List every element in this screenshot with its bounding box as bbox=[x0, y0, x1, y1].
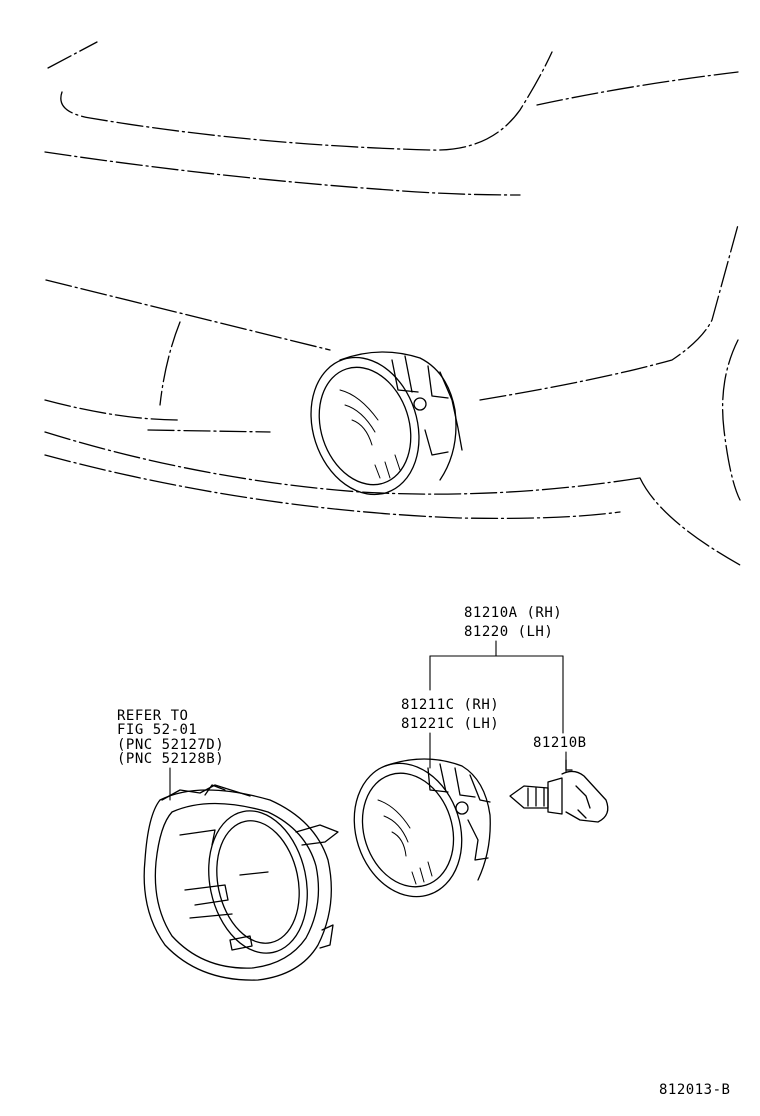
assembly-rh-label: 81210A (RH) bbox=[464, 605, 563, 621]
unit-rh-label: 81211C (RH) bbox=[401, 697, 500, 713]
refer-line-4: (PNC 52128B) bbox=[117, 751, 225, 767]
installed-fog-lamp bbox=[294, 343, 462, 508]
bulb-label: 81210B bbox=[533, 735, 587, 751]
refer-line-1: REFER TO bbox=[117, 708, 189, 724]
bracket-ring bbox=[144, 785, 338, 980]
fog-lamp-bulb bbox=[510, 760, 608, 822]
refer-line-3: (PNC 52127D) bbox=[117, 737, 225, 753]
vehicle-body-outline bbox=[45, 42, 740, 565]
assembly-lh-label: 81220 (LH) bbox=[464, 624, 554, 640]
figure-code: 812013-B bbox=[659, 1082, 731, 1098]
fog-lamp-unit bbox=[338, 749, 491, 910]
refer-line-2: FIG 52-01 bbox=[117, 722, 198, 738]
leader-lines bbox=[170, 641, 566, 800]
unit-lh-label: 81221C (LH) bbox=[401, 716, 500, 732]
